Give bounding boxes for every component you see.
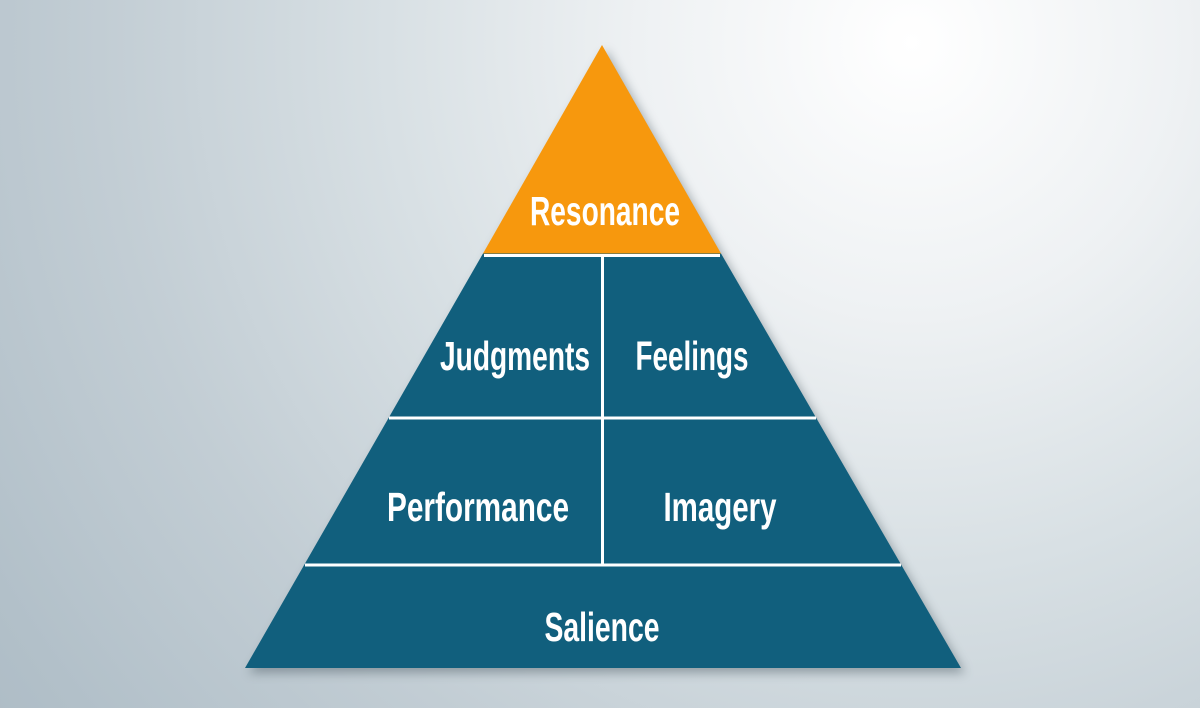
label-feelings: Feelings [636, 333, 749, 379]
label-resonance: Resonance [530, 188, 680, 234]
resonance-apex-triangle [483, 45, 721, 254]
pyramid-dividers [305, 254, 901, 567]
label-imagery: Imagery [664, 484, 777, 530]
label-judgments: Judgments [440, 333, 590, 379]
pyramid-labels: Resonance Judgments Feelings Performance… [387, 188, 777, 650]
label-salience: Salience [545, 604, 660, 650]
label-performance: Performance [387, 484, 569, 530]
